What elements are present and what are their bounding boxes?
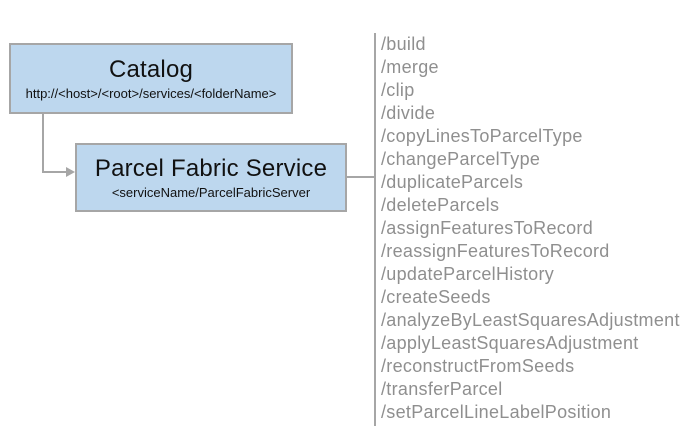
- endpoint-list: /build/merge/clip/divide/copyLinesToParc…: [381, 33, 686, 424]
- endpoint-item: /duplicateParcels: [381, 172, 524, 192]
- endpoint-item: /updateParcelHistory: [381, 264, 555, 284]
- catalog-title: Catalog: [108, 55, 194, 83]
- service-to-endpoints-line: [347, 176, 374, 178]
- endpoint-item: /analyzeByLeastSquaresAdjustment: [381, 310, 680, 330]
- catalog-to-service-vertical-line: [42, 114, 44, 172]
- endpoint-item: /merge: [381, 57, 439, 77]
- endpoint-item: /setParcelLineLabelPosition: [381, 402, 612, 422]
- endpoint-item: /copyLinesToParcelType: [381, 126, 583, 146]
- endpoint-item: /assignFeaturesToRecord: [381, 218, 594, 238]
- endpoint-item: /createSeeds: [381, 287, 491, 307]
- endpoint-item: /changeParcelType: [381, 149, 541, 169]
- endpoint-item: /divide: [381, 103, 436, 123]
- parcel-fabric-service-box: Parcel Fabric Service <serviceName/Parce…: [75, 143, 347, 212]
- endpoint-item: /transferParcel: [381, 379, 503, 399]
- catalog-to-service-horizontal-line: [42, 171, 67, 173]
- endpoint-item: /applyLeastSquaresAdjustment: [381, 333, 639, 353]
- service-path: <serviceName/ParcelFabricServer: [111, 184, 311, 200]
- service-title: Parcel Fabric Service: [94, 154, 328, 182]
- endpoint-item: /reconstructFromSeeds: [381, 356, 575, 376]
- catalog-url: http://<host>/<root>/services/<folderNam…: [25, 85, 277, 101]
- endpoint-item: /clip: [381, 80, 415, 100]
- catalog-box: Catalog http://<host>/<root>/services/<f…: [9, 43, 293, 114]
- endpoint-item: /deleteParcels: [381, 195, 500, 215]
- endpoints-divider-line: [374, 33, 376, 426]
- endpoint-item: /build: [381, 34, 426, 54]
- arrowhead-icon: [66, 167, 75, 177]
- endpoint-item: /reassignFeaturesToRecord: [381, 241, 610, 261]
